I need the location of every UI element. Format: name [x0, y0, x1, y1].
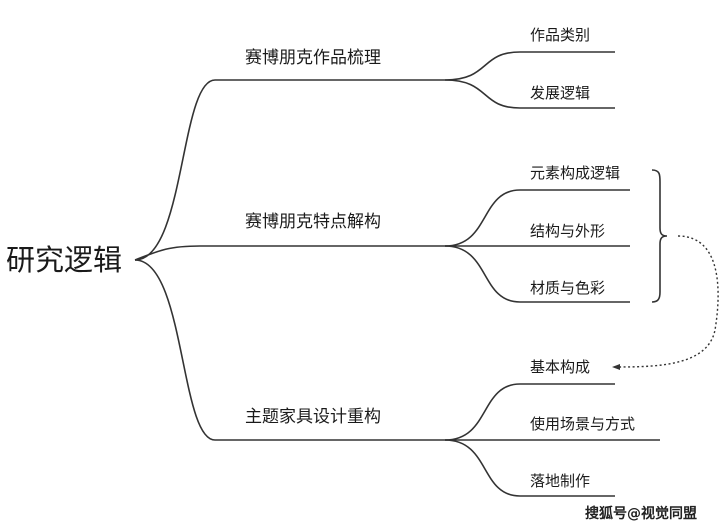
branch-line-2 — [134, 245, 445, 261]
dotted-arrow — [617, 235, 719, 368]
branch-line-1 — [134, 79, 445, 261]
watermark: 搜狐号@视觉同盟 — [585, 505, 697, 522]
arrow-head-icon — [612, 364, 620, 370]
root-node: 研究逻辑 — [6, 243, 122, 277]
brace — [651, 169, 668, 303]
leaf-label: 基本构成 — [530, 358, 590, 376]
leaf-label: 材质与色彩 — [530, 279, 605, 297]
leaf-line — [444, 189, 630, 247]
branch-line-3 — [134, 259, 445, 441]
leaf-line — [444, 79, 615, 109]
leaf-line — [444, 439, 615, 497]
leaf-line — [444, 383, 615, 441]
leaf-line — [444, 51, 615, 81]
leaf-label: 落地制作 — [530, 472, 590, 490]
branch-label-2: 赛博朋克特点解构 — [245, 211, 381, 232]
leaf-line — [444, 245, 630, 303]
branch-label-3: 主题家具设计重构 — [245, 407, 381, 427]
leaf-label: 发展逻辑 — [530, 84, 590, 102]
leaf-label: 使用场景与方式 — [530, 415, 635, 433]
branch-label-1: 赛博朋克作品梳理 — [245, 47, 381, 68]
leaf-label: 结构与外形 — [530, 222, 605, 240]
leaf-label: 元素构成逻辑 — [530, 164, 620, 182]
leaf-label: 作品类别 — [530, 26, 590, 44]
